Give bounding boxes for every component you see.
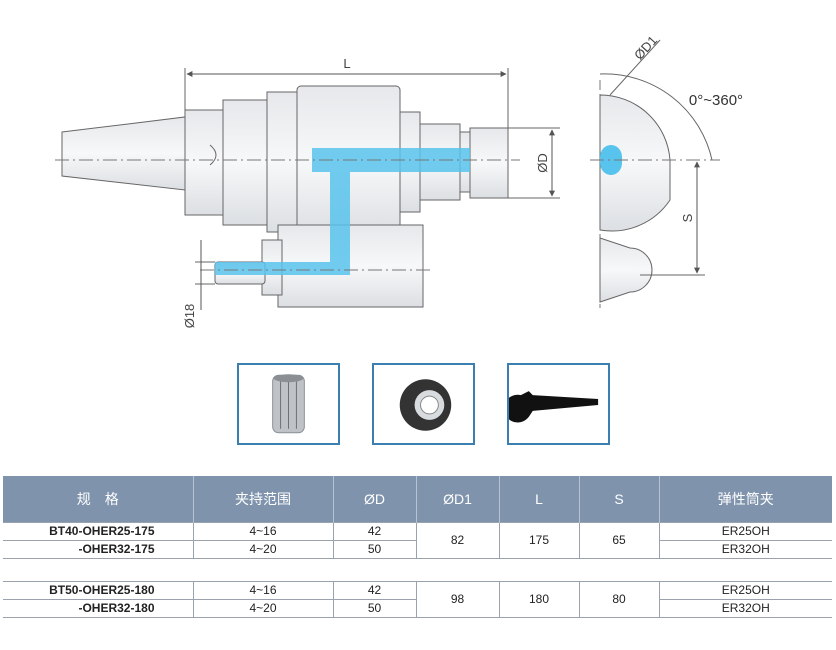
dim-d1-label: ØD1 xyxy=(631,33,660,63)
nut-thumbnail xyxy=(372,363,475,445)
d1-cell: 98 xyxy=(415,581,499,618)
header-l: L xyxy=(498,476,579,523)
collet-icon xyxy=(272,374,305,434)
l-cell: 175 xyxy=(498,522,579,559)
model-cell: BT50-OHER25-180 xyxy=(3,581,193,600)
d1-cell: 82 xyxy=(415,522,499,559)
header-d1: ØD1 xyxy=(415,476,499,523)
collet-cell: ER32OH xyxy=(658,599,832,618)
s-cell: 80 xyxy=(578,581,659,618)
rotation-label: 0°~360° xyxy=(689,92,743,109)
range-cell: 4~20 xyxy=(192,540,333,559)
d-cell: 50 xyxy=(332,599,416,618)
collet-thumbnail xyxy=(237,363,340,445)
header-d: ØD xyxy=(332,476,416,523)
dim-l-label: L xyxy=(343,56,350,71)
model-cell: -OHER32-175 xyxy=(3,540,193,559)
model-cell: -OHER32-180 xyxy=(3,599,193,618)
table-row: BT40-OHER25-175 4~16 42 82 175 65 ER25OH xyxy=(3,522,832,559)
collet-cell: ER25OH xyxy=(658,522,832,541)
wrench-thumbnail xyxy=(507,363,610,445)
wrench-icon xyxy=(509,391,599,423)
header-spec: 规 格 xyxy=(3,476,193,523)
table-row: BT50-OHER25-180 4~16 42 98 180 80 ER25OH xyxy=(3,581,832,618)
collet-cell: ER25OH xyxy=(658,581,832,600)
range-cell: 4~20 xyxy=(192,599,333,618)
header-s: S xyxy=(578,476,659,523)
table-row: -OHER32-180 4~20 50 ER32OH xyxy=(3,599,832,618)
d-cell: 50 xyxy=(332,540,416,559)
range-cell: 4~16 xyxy=(192,581,333,600)
range-cell: 4~16 xyxy=(192,522,333,541)
collet-cell: ER32OH xyxy=(658,540,832,559)
dim-18-label: Ø18 xyxy=(182,304,197,329)
tool-holder-drawing: L ØD Ø18 S ØD1 0°~360° xyxy=(55,33,743,329)
header-collet: 弹性筒夹 xyxy=(658,476,832,523)
l-cell: 180 xyxy=(498,581,579,618)
header-range: 夹持范围 xyxy=(192,476,333,523)
accessory-thumbnails xyxy=(0,363,836,447)
table-header-row: 规 格 夹持范围 ØD ØD1 L S 弹性筒夹 xyxy=(3,476,832,523)
d-cell: 42 xyxy=(332,581,416,600)
s-cell: 65 xyxy=(578,522,659,559)
d-cell: 42 xyxy=(332,522,416,541)
dim-d-label: ØD xyxy=(535,153,550,173)
spec-table: 规 格 夹持范围 ØD ØD1 L S 弹性筒夹 BT40-OHER25-175… xyxy=(3,476,832,618)
model-cell: BT40-OHER25-175 xyxy=(3,522,193,541)
table-spacer xyxy=(3,559,832,582)
table-row: -OHER32-175 4~20 50 ER32OH xyxy=(3,540,832,559)
dim-s-label: S xyxy=(680,213,695,222)
clamping-nut-icon xyxy=(399,379,452,431)
